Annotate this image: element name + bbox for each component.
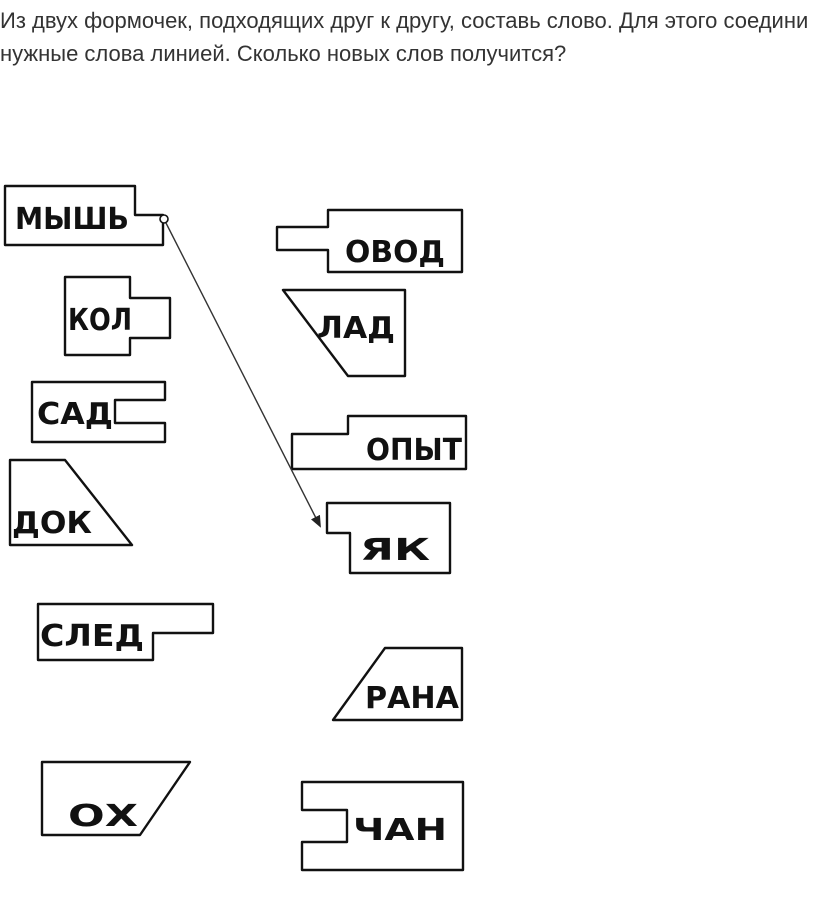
piece-kol[interactable]: КОЛ — [63, 275, 172, 357]
piece-ovod[interactable]: ОВОД — [275, 208, 464, 274]
word-lad: ЛАД — [317, 311, 395, 346]
piece-rana[interactable]: РАНА — [331, 646, 464, 722]
piece-lad[interactable]: ЛАД — [281, 288, 407, 378]
piece-chan[interactable]: ЧАН — [300, 780, 465, 872]
word-sled: СЛЕД — [40, 619, 144, 654]
word-yak: ЯК — [360, 533, 431, 568]
word-sad: САД — [37, 397, 113, 432]
word-mysh: МЫШЬ — [15, 202, 129, 237]
word-rana: РАНА — [365, 681, 460, 716]
piece-opyt[interactable]: ОПЫТ — [290, 414, 468, 471]
word-chan: ЧАН — [353, 813, 447, 848]
connection-start-dot — [159, 214, 169, 224]
example-connection-line — [159, 214, 321, 528]
word-ovod: ОВОД — [345, 235, 445, 270]
piece-yak[interactable]: ЯК — [325, 501, 452, 575]
piece-mysh[interactable]: МЫШЬ — [3, 184, 165, 247]
word-oh: ОХ — [68, 799, 138, 834]
word-dok: ДОК — [12, 506, 92, 541]
piece-dok[interactable]: ДОК — [8, 458, 134, 547]
task-instruction: Из двух формочек, подходящих друг к друг… — [0, 8, 809, 66]
piece-sad[interactable]: САД — [30, 380, 167, 444]
word-opyt: ОПЫТ — [366, 433, 462, 468]
connection-arrow — [165, 222, 321, 528]
piece-oh[interactable]: ОХ — [40, 760, 192, 837]
piece-sled[interactable]: СЛЕД — [36, 602, 215, 662]
word-kol: КОЛ — [68, 303, 132, 338]
